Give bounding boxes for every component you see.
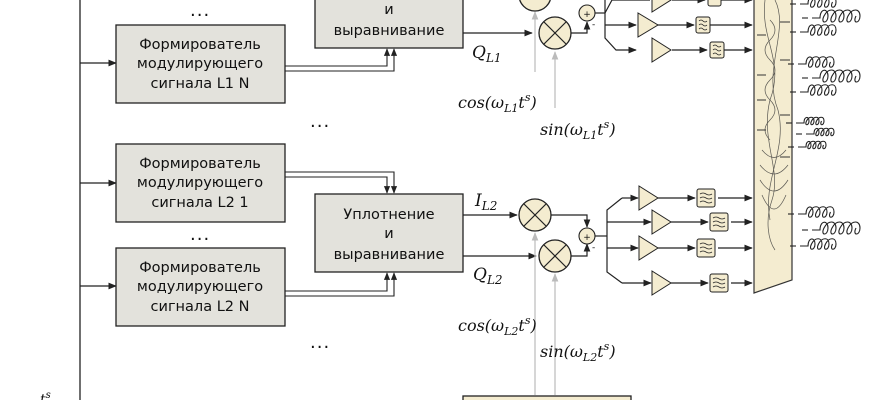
cos-l2-label: cos(ωL2ts) <box>458 314 537 338</box>
modulator-block-l2-n: Формирователь модулирующего сигнала L2 N <box>115 247 286 327</box>
svg-text:выравнивание: выравнивание <box>334 23 445 39</box>
coil-4 <box>798 56 835 68</box>
reference-generator-block <box>462 395 632 400</box>
svg-text:Формирователь: Формирователь <box>139 260 261 276</box>
mixer-q-l1 <box>538 16 572 50</box>
amplifier-l2-2 <box>651 209 672 235</box>
mixer-i-l2 <box>518 198 552 232</box>
svg-text:сигнала L1 N: сигнала L1 N <box>151 76 250 92</box>
coil-9 <box>798 140 827 150</box>
modulator-block-l2-1: Формирователь модулирующего сигнала L2 1 <box>115 143 286 223</box>
mixer-q-l1-to-summer <box>571 21 591 34</box>
branches-l1 <box>604 0 753 54</box>
link-l1n-to-combiner <box>285 48 398 72</box>
combiner-block-l1: и выравнивание <box>314 0 464 49</box>
link-l21-to-combiner <box>285 171 398 194</box>
amplifier-l1-2 <box>637 12 659 38</box>
mixer-q-l2 <box>538 239 572 273</box>
filter-l1-3 <box>709 41 725 59</box>
cos-l1-label: cos(ωL1ts) <box>458 91 537 115</box>
sin-l1-label: sin(ωL1ts) <box>540 118 616 142</box>
coil-2 <box>812 9 861 23</box>
svg-text:и: и <box>384 2 393 18</box>
svg-text:+: + <box>583 10 591 20</box>
branches-l2 <box>595 194 753 287</box>
q-l1-label: QL1 <box>472 43 502 65</box>
svg-text:+: + <box>583 233 591 243</box>
mixer-q-l2-to-summer <box>571 243 591 257</box>
coil-7 <box>796 116 825 126</box>
svg-text:модулирующего: модулирующего <box>137 175 263 191</box>
i-l2-label: IL2 <box>474 191 497 213</box>
amplifier-l2-1 <box>638 185 659 211</box>
svg-text:выравнивание: выравнивание <box>334 247 445 263</box>
combiner-block-l2: Уплотнение и выравнивание <box>314 193 464 273</box>
amplifier-l1-3 <box>651 37 672 63</box>
coil-3 <box>800 24 837 36</box>
coil-5 <box>812 69 861 83</box>
modulator-block-l1-n: Формирователь модулирующего сигнала L1 N <box>115 24 286 104</box>
q-l2-label: QL2 <box>473 265 503 287</box>
ellipsis-bottom: ... <box>310 332 330 353</box>
coil-elements <box>786 0 861 250</box>
coil-8 <box>806 127 835 137</box>
svg-text:Уплотнение: Уплотнение <box>343 207 434 223</box>
svg-text:Формирователь: Формирователь <box>139 156 261 172</box>
svg-text:модулирующего: модулирующего <box>137 56 263 72</box>
svg-text:сигнала L2 1: сигнала L2 1 <box>151 195 248 211</box>
ellipsis-l2: ... <box>190 224 210 245</box>
svg-text:модулирующего: модулирующего <box>137 279 263 295</box>
filter-l2-2 <box>709 212 729 232</box>
svg-text:сигнала L2 N: сигнала L2 N <box>151 299 250 315</box>
ellipsis-top: ... <box>190 0 210 21</box>
coil-6 <box>800 84 837 96</box>
summer-l2: + - <box>578 227 596 253</box>
filter-l2-1 <box>696 188 716 208</box>
svg-text:Формирователь: Формирователь <box>139 37 261 53</box>
coil-10 <box>798 206 835 218</box>
coil-1 <box>800 0 837 8</box>
coil-12 <box>800 238 837 250</box>
amplifier-l2-4 <box>651 270 672 296</box>
mixer-i-l2-to-summer <box>551 214 591 228</box>
svg-text:и: и <box>384 226 393 242</box>
svg-text:-: - <box>592 243 595 253</box>
filter-l1-1 <box>707 0 722 7</box>
ellipsis-mid-l1: ... <box>310 111 330 132</box>
svg-text:-: - <box>592 20 595 30</box>
mixer-i-l1 <box>519 0 551 12</box>
left-bus-label: ts <box>40 390 51 400</box>
sin-l2-label: sin(ωL2ts) <box>540 340 616 364</box>
amplifier-l2-3 <box>638 235 659 261</box>
amplifier-l1-1 <box>651 0 672 13</box>
coil-11 <box>812 221 861 235</box>
filter-l1-2 <box>695 16 711 34</box>
antenna-array-panel <box>753 0 793 294</box>
link-l2n-to-combiner <box>285 272 398 297</box>
filter-l2-4 <box>709 273 729 293</box>
filter-l2-3 <box>696 238 716 258</box>
